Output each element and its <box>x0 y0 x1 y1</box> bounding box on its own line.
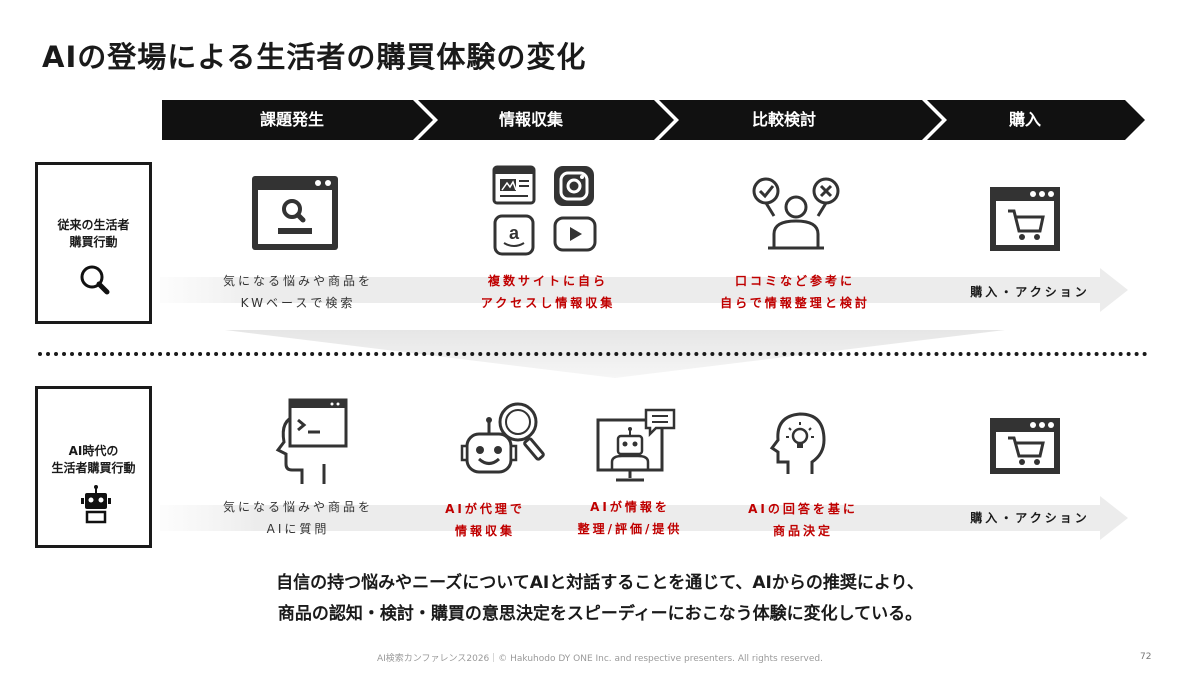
cart-window-icon <box>990 418 1060 474</box>
stage-chevron-3 <box>659 100 942 140</box>
magnifier-icon <box>80 265 110 295</box>
caption-line: AIの回答を基に <box>748 502 858 516</box>
caption-line: 購入・アクション <box>970 285 1090 299</box>
caption-line: 整理/評価/提供 <box>577 522 683 536</box>
stage-label-1: 課題発生 <box>259 110 324 129</box>
caption-ai-5: 購入・アクション <box>950 507 1110 529</box>
youtube-icon <box>553 216 597 252</box>
row-label-line: 購買行動 <box>69 235 118 249</box>
stage-chevron-4 <box>927 100 1145 140</box>
row-label-traditional: 従来の生活者 購買行動 <box>35 162 152 324</box>
caption-line: KWベースで検索 <box>240 296 356 310</box>
caption-line: AIが代理で <box>445 502 525 516</box>
caption-line: 口コミなど参考に <box>734 274 855 288</box>
caption-traditional-4: 購入・アクション <box>950 281 1110 303</box>
summary-text: 自信の持つ悩みやニーズについてAIと対話することを通じて、AIからの推奨により、… <box>0 568 1200 630</box>
caption-traditional-1: 気になる悩みや商品を KWベースで検索 <box>198 270 398 314</box>
caption-line: 自らで情報整理と検討 <box>720 296 870 310</box>
search-window-icon <box>252 176 338 250</box>
row-label-line: AI時代の <box>68 444 119 458</box>
caption-line: 複数サイトに自ら <box>487 274 608 288</box>
caption-traditional-2: 複数サイトに自ら アクセスし情報収集 <box>448 270 648 314</box>
instagram-icon <box>554 166 594 206</box>
caption-ai-2: AIが代理で 情報収集 <box>430 498 540 542</box>
page-number: 72 <box>1140 652 1152 662</box>
stage-label-3: 比較検討 <box>751 110 816 129</box>
caption-line: 気になる悩みや商品を <box>222 274 373 288</box>
idea-head-icon <box>769 412 826 474</box>
caption-ai-1: 気になる悩みや商品を AIに質問 <box>198 496 398 540</box>
caption-ai-3: AIが情報を 整理/評価/提供 <box>560 496 700 540</box>
footer-copyright: AI検索カンファレンス2026｜© Hakuhodo DY ONE Inc. a… <box>377 654 823 664</box>
caption-line: 気になる悩みや商品を <box>222 500 373 514</box>
stage-chevron-1 <box>162 100 433 140</box>
caption-line: アクセスし情報収集 <box>480 296 616 310</box>
caption-line: 情報収集 <box>454 524 515 538</box>
stage-label-2: 情報収集 <box>498 110 563 129</box>
caption-line: AIが情報を <box>590 500 670 514</box>
page-title: AIの登場による生活者の購買体験の変化 <box>42 40 587 74</box>
summary-line: 商品の認知・検討・購買の意思決定をスピーディーにおこなう体験に変化している。 <box>277 604 923 624</box>
row-label-line: 生活者購買行動 <box>51 461 136 475</box>
caption-line: 購入・アクション <box>970 511 1090 525</box>
caption-traditional-3: 口コミなど参考に 自らで情報整理と検討 <box>695 270 895 314</box>
robot-search-icon <box>460 402 545 474</box>
amazon-icon: a <box>493 214 535 256</box>
row-divider <box>38 352 1148 356</box>
robot-icon <box>81 485 111 524</box>
terminal-head-icon <box>275 398 348 484</box>
stage-chevron-bar <box>162 100 1145 140</box>
robot-monitor-icon <box>596 408 676 482</box>
summary-line: 自信の持つ悩みやニーズについてAIと対話することを通じて、AIからの推奨により、 <box>276 573 924 593</box>
row-label-line: 従来の生活者 <box>57 218 130 232</box>
row-label-ai: AI時代の 生活者購買行動 <box>35 386 152 548</box>
stage-label-4: 購入 <box>1008 110 1041 129</box>
caption-line: AIに質問 <box>266 522 330 536</box>
news-site-icon <box>492 165 536 205</box>
cart-window-icon <box>990 187 1060 251</box>
stage-chevron-2 <box>418 100 674 140</box>
caption-ai-4: AIの回答を基に 商品決定 <box>728 498 878 542</box>
person-check-cross-icon <box>752 177 840 250</box>
caption-line: 商品決定 <box>772 524 833 538</box>
site-icons-group: a <box>492 165 597 256</box>
svg-text:a: a <box>509 223 520 243</box>
